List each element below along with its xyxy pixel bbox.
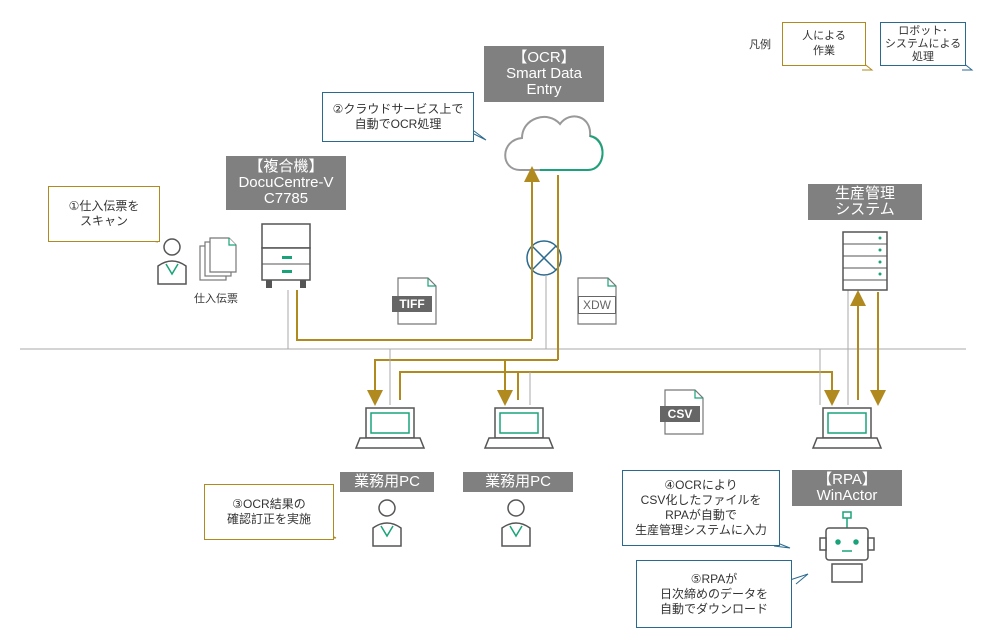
production-line1: 生産管理 (834, 185, 895, 202)
robot-icon (819, 511, 875, 583)
step2-line2: 自動でOCR処理 (354, 117, 442, 131)
legend-human: 人による 作業 (782, 22, 866, 66)
csv-tag: CSV (660, 406, 700, 422)
pc-box-1: 業務用PC (340, 472, 434, 492)
ocr-line3: Entry (526, 81, 562, 98)
mfp-line1: 【複合機】 (248, 158, 324, 175)
documents-icon (199, 237, 237, 281)
step4-callout: ④OCRにより CSV化したファイルを RPAが自動で 生産管理システムに入力 (622, 470, 780, 546)
mfp-line3: C7785 (263, 190, 309, 207)
rpa-line2: WinActor (816, 487, 878, 504)
step4-line3: RPAが自動で (665, 508, 737, 522)
legend-human-line2: 作業 (813, 45, 835, 57)
step2-line1: ②クラウドサービス上で (332, 102, 464, 116)
user-icon-2 (501, 499, 531, 547)
step5-line1: ⑤RPAが (690, 571, 738, 586)
rpa-line1: 【RPA】 (817, 471, 877, 488)
legend-robot-line3: 処理 (912, 50, 934, 63)
laptop-icon-rpa (811, 407, 883, 449)
legend-robot-line2: システムによる (884, 37, 962, 50)
documents-label: 仕入伝票 (194, 293, 238, 305)
laptop-icon-2 (483, 407, 555, 449)
step4-line4: 生産管理システムに入力 (635, 523, 767, 537)
tiff-tag: TIFF (392, 296, 432, 312)
step2-callout: ②クラウドサービス上で 自動でOCR処理 (322, 92, 474, 142)
production-system-box: 生産管理 システム (808, 184, 922, 220)
step3-line1: ③OCR結果の (232, 497, 306, 511)
xdw-tag: XDW (578, 296, 616, 314)
legend-robot-line1: ロボット･ (898, 24, 948, 37)
step5-callout: ⑤RPAが 日次締めのデータを 自動でダウンロード (636, 560, 792, 628)
production-line2: システム (835, 201, 895, 218)
step1-line2: スキャン (79, 214, 128, 228)
legend-human-line1: 人による (802, 30, 846, 42)
step3-callout: ③OCR結果の 確認訂正を実施 (204, 484, 334, 540)
legend-title: 凡例 (749, 39, 771, 51)
server-icon (842, 231, 888, 291)
ocr-service-box: 【OCR】 Smart Data Entry (484, 46, 604, 102)
step3-line2: 確認訂正を実施 (226, 512, 311, 526)
legend-robot: ロボット･ システムによる 処理 (880, 22, 966, 66)
operator-icon (157, 238, 187, 285)
step5-line2: 日次締めのデータを (659, 586, 768, 601)
user-icon-1 (372, 499, 402, 547)
mfp-box: 【複合機】 DocuCentre-V C7785 (226, 156, 346, 210)
step1-callout: ①仕入伝票を スキャン (48, 186, 160, 242)
ocr-line2: Smart Data (506, 65, 582, 82)
step1-line1: ①仕入伝票を (68, 199, 140, 213)
printer-icon (261, 223, 311, 288)
step4-line2: CSV化したファイルを (640, 493, 762, 507)
ocr-line1: 【OCR】 (512, 49, 576, 66)
laptop-icon-1 (354, 407, 426, 449)
pc-box-2: 業務用PC (463, 472, 573, 492)
mfp-line2: DocuCentre-V (238, 174, 334, 191)
cloud-icon (504, 115, 604, 171)
step4-line1: ④OCRにより (664, 478, 738, 492)
rpa-box: 【RPA】 WinActor (792, 470, 902, 506)
step5-line3: 自動でダウンロード (659, 601, 768, 616)
